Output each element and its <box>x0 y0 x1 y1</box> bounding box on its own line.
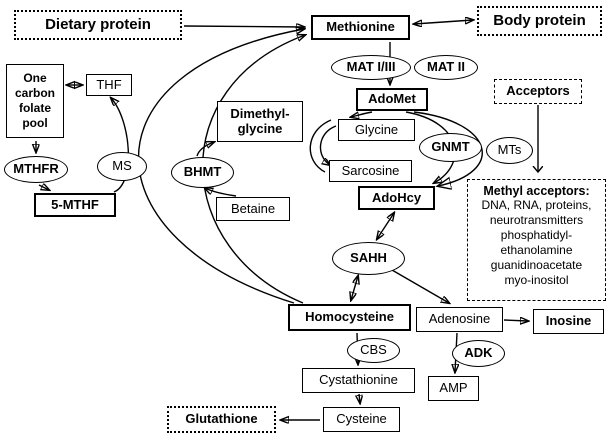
arrow-sahh-to-adenosine <box>391 269 449 303</box>
node-acceptors: Acceptors <box>494 79 582 104</box>
node-dietary-protein: Dietary protein <box>14 10 182 40</box>
arrow-mthfr-to-5mthf <box>38 185 49 190</box>
methyl-acceptors-panel: Methyl acceptors: DNA, RNA, proteins, ne… <box>467 179 606 301</box>
enzyme-bhmt: BHMT <box>171 157 234 188</box>
arrow-body-methionine <box>414 20 473 24</box>
node-inosine: Inosine <box>533 309 604 334</box>
enzyme-mts: MTs <box>486 137 533 164</box>
enzyme-cbs: CBS <box>347 338 400 363</box>
enzyme-mat-i-iii: MAT I/III <box>331 55 411 80</box>
node-one-carbon-folate-pool: One carbon folate pool <box>6 64 64 138</box>
methyl-acceptors-title: Methyl acceptors: <box>483 184 590 198</box>
arrow-betaine-to-bhmt <box>205 188 237 197</box>
node-cystathionine: Cystathionine <box>302 368 415 393</box>
enzyme-ms: MS <box>97 152 147 181</box>
node-body-protein: Body protein <box>477 6 602 36</box>
arrow-cystathionine-to-cysteine <box>359 393 360 403</box>
node-sarcosine: Sarcosine <box>329 160 412 182</box>
node-5-mthf: 5-MTHF <box>34 193 116 217</box>
enzyme-sahh: SAHH <box>332 242 405 275</box>
arrow-bhmt-to-dimethylglycine <box>196 142 214 157</box>
node-adomet: AdoMet <box>356 88 428 111</box>
arrow-glycine-to-sarcosine <box>319 125 337 165</box>
arc-5mthf-to-thf-via-ms <box>111 98 130 193</box>
node-glycine: Glycine <box>338 119 415 141</box>
arrow-adenosine-to-inosine <box>503 320 528 321</box>
node-dimethylglycine: Dimethyl-glycine <box>217 101 303 142</box>
enzyme-mat-ii: MAT II <box>414 55 478 80</box>
node-adenosine: Adenosine <box>416 307 503 332</box>
node-methionine: Methionine <box>311 15 410 40</box>
methyl-acceptors-list: DNA, RNA, proteins, neurotransmitters ph… <box>481 198 592 287</box>
enzyme-adk: ADK <box>452 340 505 367</box>
node-cysteine: Cysteine <box>323 407 400 432</box>
arc-glycine-sarcosine-outer <box>309 119 332 173</box>
node-homocysteine: Homocysteine <box>288 304 411 331</box>
arrow-adohcy-sahh <box>377 213 394 239</box>
arrow-adomet-to-glycine <box>351 112 373 117</box>
node-glutathione: Glutathione <box>167 406 276 433</box>
enzyme-mthfr: MTHFR <box>4 156 68 183</box>
node-amp: AMP <box>428 376 479 401</box>
node-betaine: Betaine <box>216 197 290 221</box>
node-adohcy: AdoHcy <box>358 186 435 210</box>
arrow-dietary-to-methionine <box>183 26 304 27</box>
arrow-sahh-homocysteine <box>351 276 358 300</box>
node-thf: THF <box>86 74 132 96</box>
enzyme-gnmt: GNMT <box>419 133 482 162</box>
